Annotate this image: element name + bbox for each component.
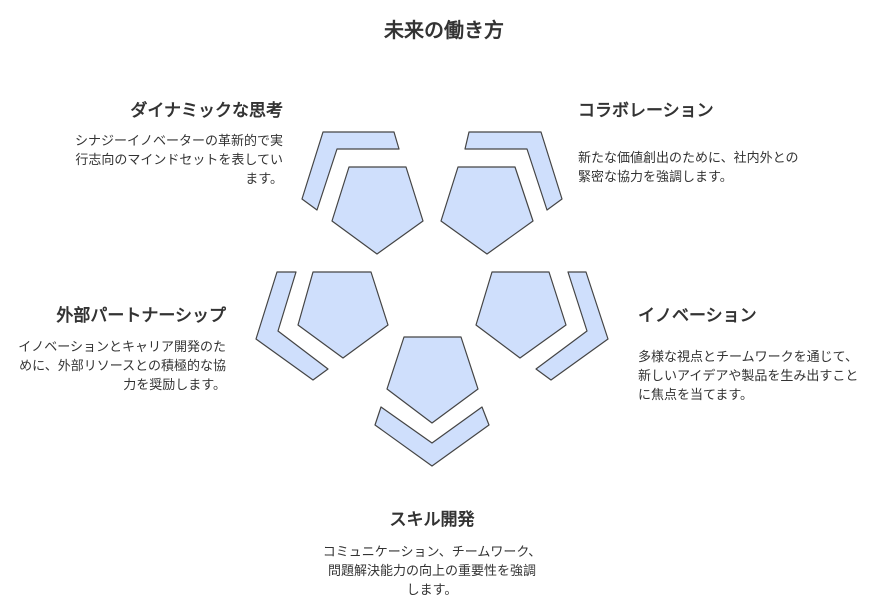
description-innovation: 多様な視点とチームワークを通じて、新しいアイデアや製品を生み出すことに焦点を当て… xyxy=(638,350,859,403)
pentagon-skill-development xyxy=(386,336,479,424)
description-collaboration: 新たな価値創出のために、社内外との緊密な協力を強調します。 xyxy=(578,151,799,185)
heading-collaboration: コラボレーション xyxy=(578,101,714,121)
bracket-dynamic-thinking xyxy=(301,131,400,211)
description-dynamic-thinking: シナジーイノベーターの革新的で実行志向のマインドセットを表しています。 xyxy=(74,134,283,187)
pentagon-collaboration xyxy=(440,166,534,255)
description-skill-development: コミュニケーション、チームワーク、問題解決能力の向上の重要性を強調します。 xyxy=(322,545,542,598)
bracket-collaboration xyxy=(464,131,563,211)
diagram-title: 未来の働き方 xyxy=(384,18,504,42)
description-external-partnership: イノベーションとキャリア開発のために、外部リソースとの積極的な協力を奨励します。 xyxy=(18,340,226,393)
heading-external-partnership: 外部パートナーシップ xyxy=(56,306,226,326)
bracket-skill-development xyxy=(374,406,490,467)
bracket-external-partnership xyxy=(255,271,329,381)
bracket-innovation xyxy=(535,271,609,381)
heading-innovation: イノベーション xyxy=(638,306,757,326)
heading-skill-development: スキル開発 xyxy=(389,510,475,530)
pentagon-innovation xyxy=(475,271,567,359)
pentagon-external-partnership xyxy=(297,271,389,359)
heading-dynamic-thinking: ダイナミックな思考 xyxy=(130,101,283,121)
pentagon-dynamic-thinking xyxy=(331,166,424,255)
